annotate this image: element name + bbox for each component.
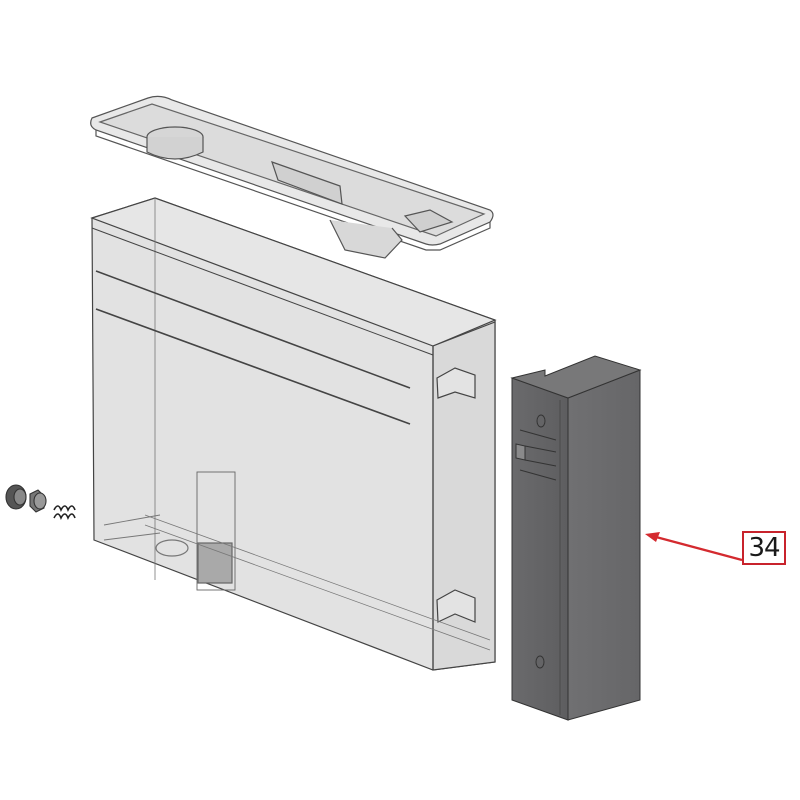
water-tank: [90, 197, 497, 671]
tank-lid: [90, 95, 494, 259]
valve-assembly: [5, 484, 76, 520]
side-cover: [510, 355, 642, 721]
callout-label-34: 34: [742, 531, 786, 565]
callout-arrow-34: [645, 532, 743, 562]
